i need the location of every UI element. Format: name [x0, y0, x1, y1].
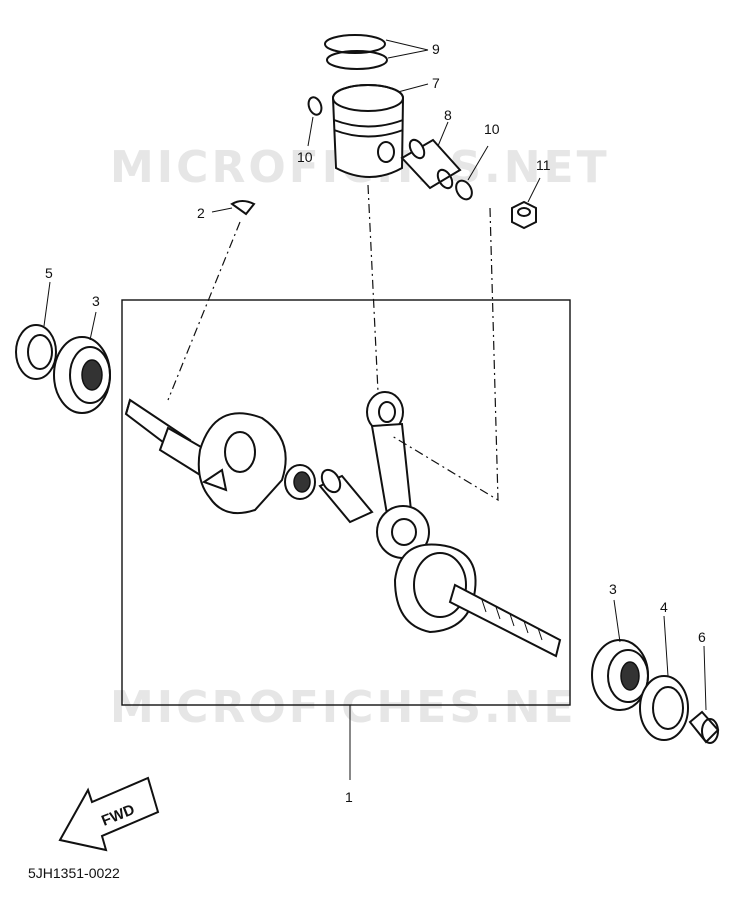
connecting-rod — [366, 391, 430, 559]
diagram-code: 5JH1351-0022 — [28, 865, 120, 881]
alignment-line-nut — [391, 207, 499, 502]
callout-9: 9 — [432, 41, 440, 57]
nut — [511, 200, 537, 230]
callout-3-right: 3 — [609, 581, 617, 597]
callout-10-left: 10 — [297, 149, 313, 165]
callout-5: 5 — [45, 265, 53, 281]
woodruff-key — [230, 200, 256, 216]
callout-2: 2 — [197, 205, 205, 221]
callout-1: 1 — [345, 789, 353, 805]
crankshaft-left-half — [124, 398, 287, 514]
callout-11: 11 — [536, 157, 551, 173]
oil-seal-left — [15, 324, 57, 380]
circlip-right — [455, 179, 473, 201]
circlip-left — [307, 96, 323, 116]
bearing-right — [591, 639, 649, 711]
spacer-collar — [688, 710, 720, 744]
crank-needle-bearing — [284, 464, 316, 500]
watermark-bottom: MICROFICHES.NE — [110, 682, 577, 733]
callout-3-left: 3 — [92, 293, 100, 309]
piston-pin — [400, 138, 462, 190]
alignment-line-key — [167, 221, 241, 401]
assembly-frame — [121, 299, 571, 706]
forward-direction-arrow: FWD — [58, 776, 160, 852]
callout-10-right: 10 — [484, 121, 500, 137]
oil-seal-right — [639, 675, 689, 741]
callout-6: 6 — [698, 629, 706, 645]
bearing-left — [53, 336, 111, 414]
piston — [332, 84, 404, 178]
callout-4: 4 — [660, 599, 668, 615]
crankshaft-right-half — [393, 543, 562, 658]
crank-pin — [318, 468, 374, 524]
alignment-line-piston — [367, 184, 379, 393]
callout-7: 7 — [432, 75, 440, 91]
callout-8: 8 — [444, 107, 452, 123]
piston-rings — [324, 34, 388, 70]
